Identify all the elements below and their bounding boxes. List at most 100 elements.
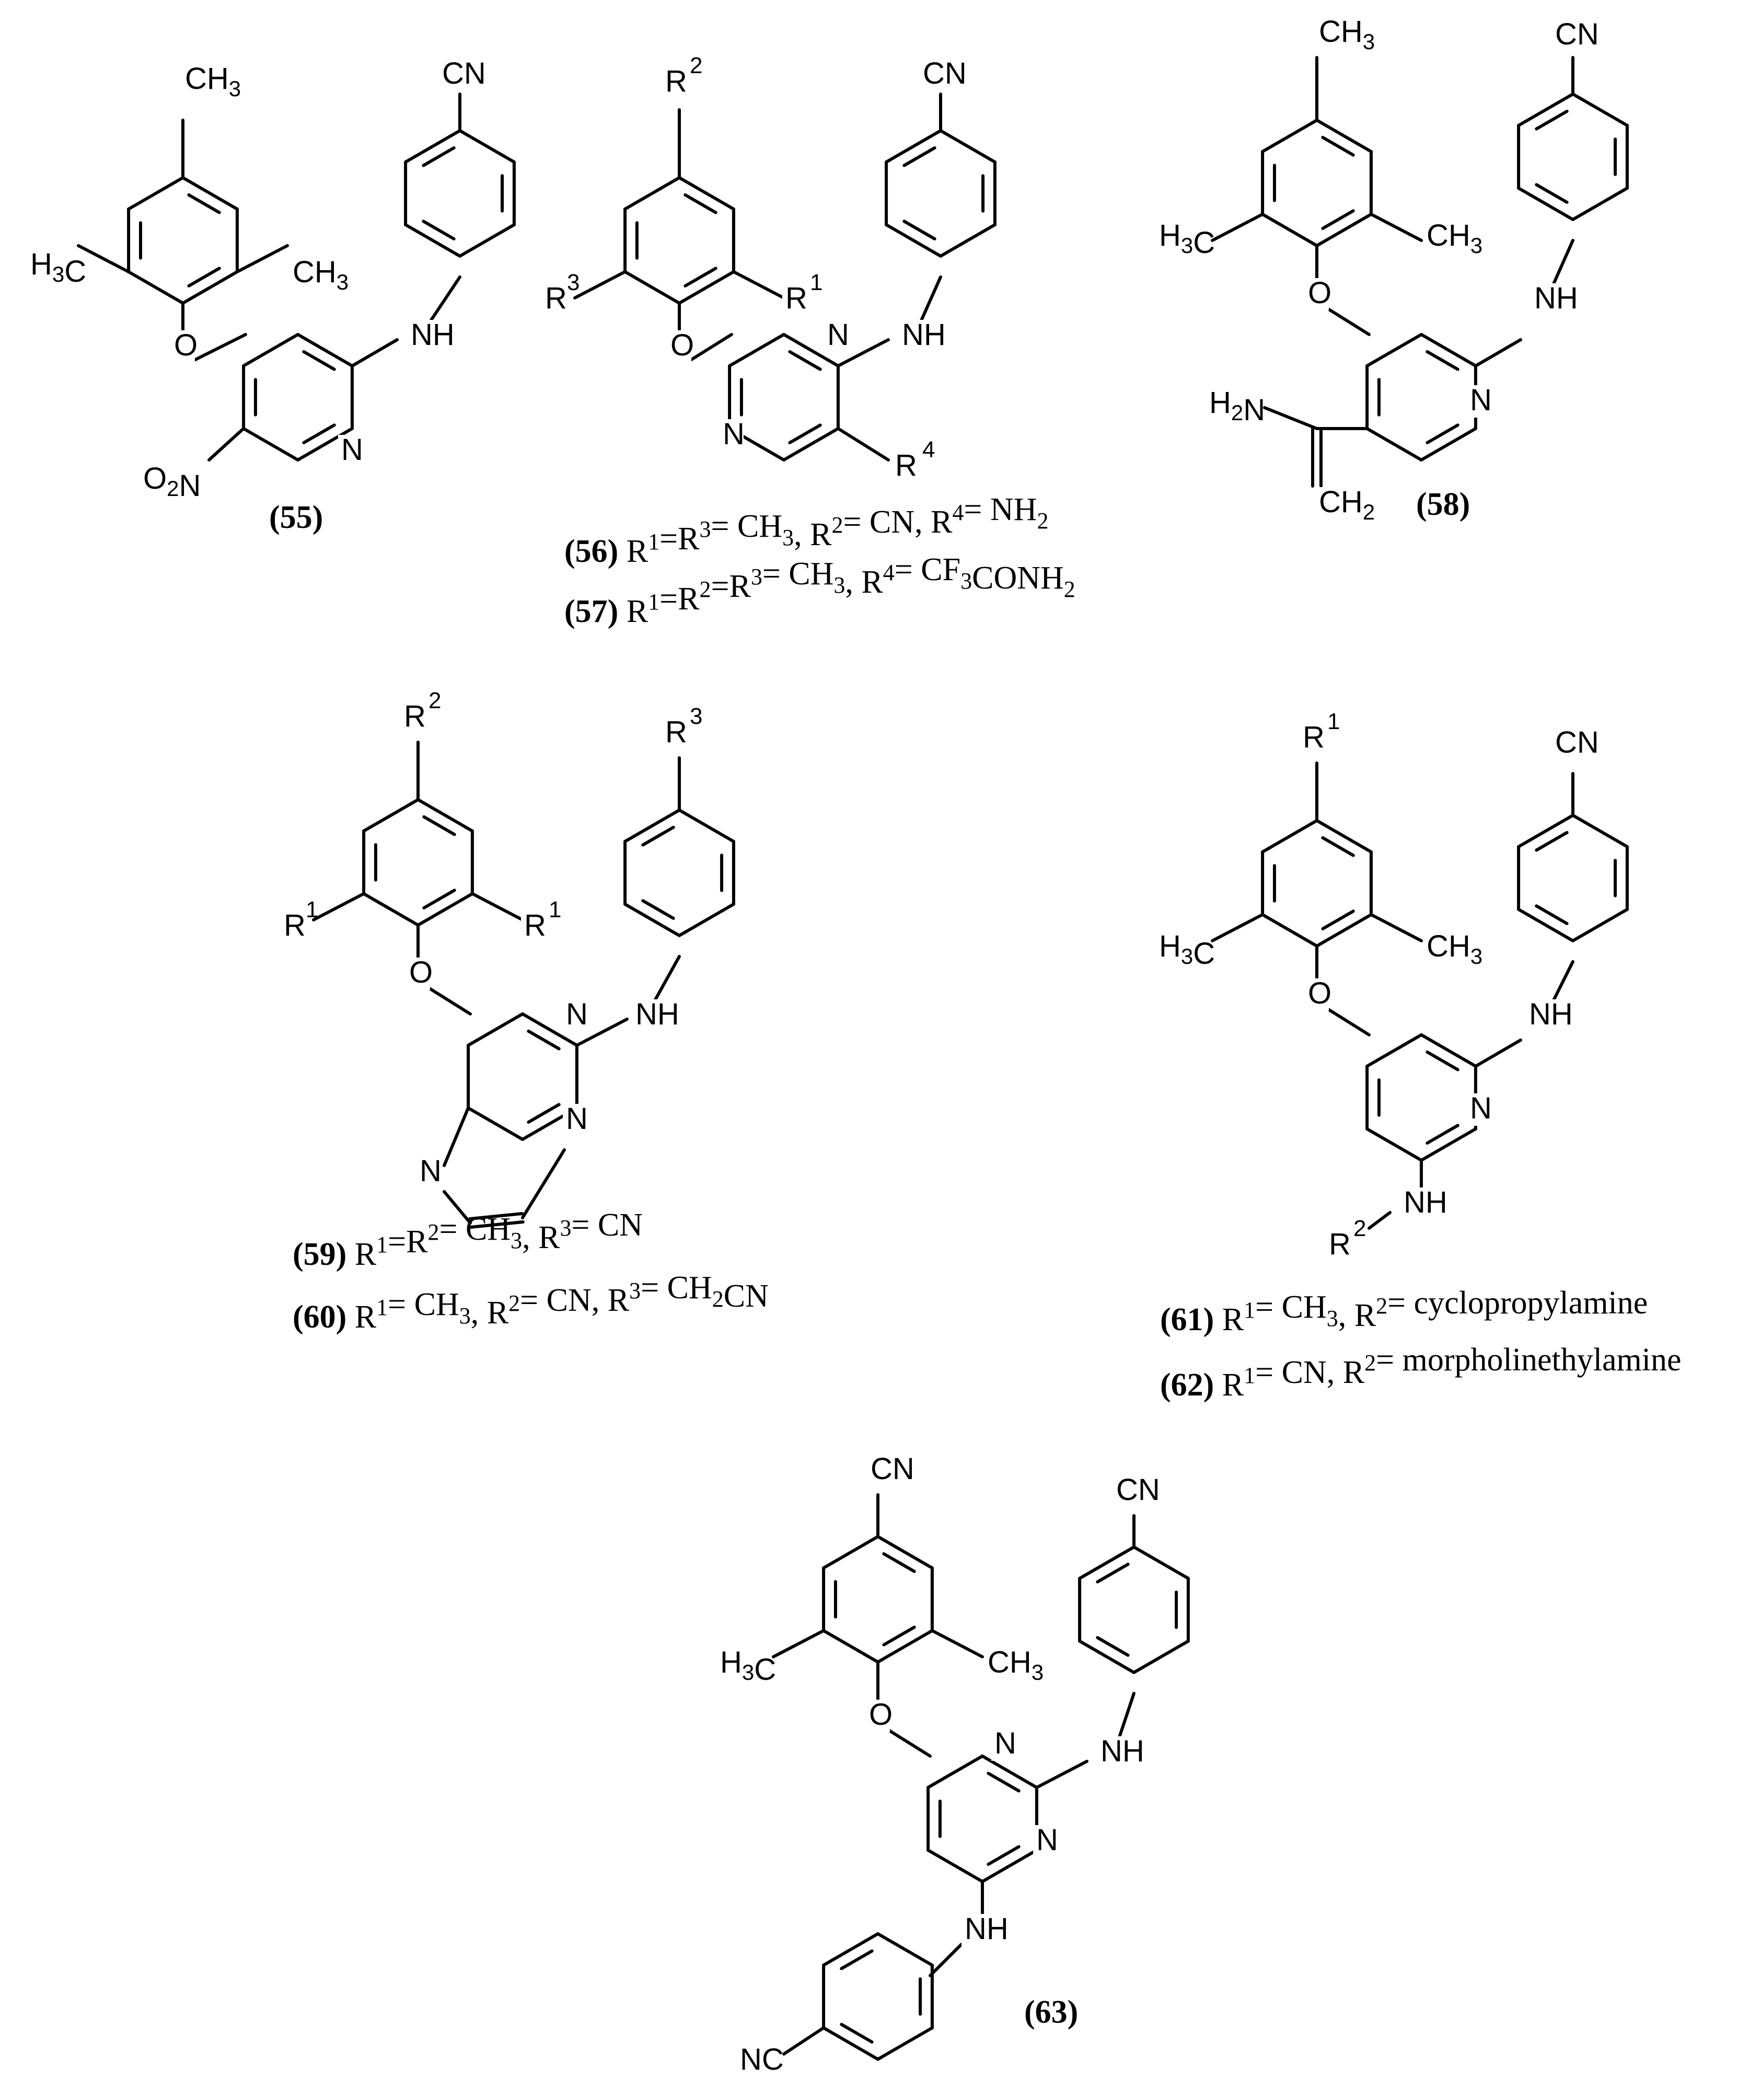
ring-inner-bond — [788, 423, 822, 445]
o-label-56: O — [670, 328, 694, 362]
label-mask — [338, 435, 362, 467]
caption-57: (57) R1=R2=R3= CH3, R4= CF3CONH2 — [564, 552, 1075, 629]
ring-56-cyanophenyl — [885, 129, 942, 164]
label-mask — [824, 320, 848, 352]
label-mask — [416, 1156, 441, 1189]
label-mask — [1316, 17, 1370, 49]
ring-56-aryl — [678, 270, 735, 305]
nh2-label-63: NH — [965, 1912, 1009, 1946]
r1-sup-56: 1 — [810, 270, 822, 295]
bond — [1370, 913, 1423, 942]
ring-63-cyanophenyl-top — [1078, 1545, 1136, 1580]
ring-inner-bond — [187, 267, 221, 288]
cn-label-55: CN — [442, 56, 486, 90]
ring-55-pyridine — [242, 427, 299, 461]
ring-inner-bond — [882, 1625, 916, 1647]
ring-55-cyanophenyl — [404, 223, 461, 258]
bond — [918, 275, 942, 326]
label-mask — [171, 330, 195, 363]
n3-label-56: N — [827, 318, 849, 352]
n-imid-label-59: N — [420, 1154, 442, 1188]
ring-56-cyanophenyl — [939, 223, 997, 258]
bond — [192, 333, 247, 362]
ring-58-aryl — [1261, 119, 1318, 153]
cn-right-label-63: CN — [1116, 1473, 1160, 1507]
ring-63-cyanophenyl-top — [1132, 1640, 1190, 1674]
bond — [1474, 338, 1522, 367]
ring-56-cyanophenyl — [939, 129, 997, 164]
label-mask — [1206, 388, 1260, 420]
r3-sup-59: 3 — [690, 703, 702, 729]
ring-inner-bond — [641, 825, 675, 847]
bond — [931, 1629, 984, 1658]
ring-inner-bond — [641, 899, 675, 920]
bond — [443, 1106, 470, 1167]
ring-55-aryl — [181, 176, 239, 211]
ring-63-cyanophenyl-bottom — [876, 1932, 934, 1967]
bond — [471, 892, 524, 921]
ring-inner-bond — [840, 2023, 874, 2044]
ring-56-cyanophenyl — [885, 223, 942, 258]
label-mask — [991, 1728, 1015, 1761]
ring-63-pyrimidine — [981, 1755, 1038, 1789]
ring-inner-bond — [987, 1771, 1021, 1793]
label-mask — [406, 957, 430, 990]
label-mask — [961, 1914, 1003, 1946]
label-mask — [899, 320, 941, 352]
n1-label-63: N — [994, 1726, 1016, 1760]
label-mask — [892, 451, 916, 483]
bond — [1550, 239, 1574, 289]
ring-59-pyrazine — [467, 1012, 524, 1047]
ring-inner-bond — [902, 146, 936, 167]
label-mask — [1097, 1736, 1139, 1769]
h3c-label-63: H3C — [720, 1645, 776, 1687]
ring-inner-bond — [422, 220, 456, 241]
label-mask — [1305, 278, 1329, 310]
label-mask — [632, 999, 674, 1032]
label-mask — [1300, 722, 1324, 755]
ring-61-cyanophenyl — [1517, 814, 1574, 848]
ring-63-cyanophenyl-bottom — [822, 2026, 879, 2061]
ring-56-pyrimidine — [782, 333, 840, 367]
caption-layer: (55)(56) R1=R3= CH3, R2= CN, R4= NH2(57)… — [269, 487, 1681, 2030]
label-mask — [662, 717, 686, 749]
label-mask — [1531, 283, 1573, 316]
label-mask — [1467, 1093, 1491, 1126]
bond — [575, 1018, 629, 1047]
ring-58-cyanophenyl — [1571, 93, 1629, 127]
label-mask — [920, 59, 961, 91]
label-mask — [1156, 221, 1210, 253]
label-mask — [1033, 1825, 1057, 1857]
cn-top-label-63: CN — [871, 1452, 914, 1486]
ring-56-pyrimidine — [728, 333, 785, 367]
ring-inner-bond — [1426, 350, 1459, 371]
ring-55-cyanophenyl — [458, 129, 516, 164]
bond — [1263, 406, 1318, 430]
bond — [427, 275, 461, 326]
caption-58: (58) — [1416, 487, 1470, 522]
label-mask — [737, 2045, 779, 2077]
ch2-label-58: CH2 — [1319, 485, 1375, 524]
n1-label-56: N — [723, 417, 745, 451]
label-mask — [289, 257, 344, 290]
ring-inner-bond — [1426, 1124, 1459, 1145]
ring-inner-bond — [527, 1103, 561, 1124]
ring-inner-bond — [683, 267, 717, 288]
ring-63-cyanophenyl-top — [1078, 1640, 1136, 1674]
ring-61-pyridine — [1365, 1033, 1423, 1068]
ring-56-aryl — [623, 270, 681, 305]
bond — [652, 955, 681, 1005]
ring-59-pyrazine — [521, 1012, 578, 1047]
bond — [1326, 1007, 1371, 1036]
r3-sup-56: 3 — [567, 270, 580, 295]
label-mask — [662, 66, 686, 99]
ring-inner-bond — [1321, 209, 1355, 230]
label-mask — [867, 1454, 909, 1486]
o-label-63: O — [869, 1698, 893, 1732]
bond — [236, 244, 289, 273]
h2n-label-58: H2N — [1209, 386, 1265, 427]
bond — [573, 270, 627, 299]
ring-56-aryl — [678, 176, 735, 211]
caption-59: (59) R1=R2= CH3, R3= CN — [293, 1207, 643, 1272]
